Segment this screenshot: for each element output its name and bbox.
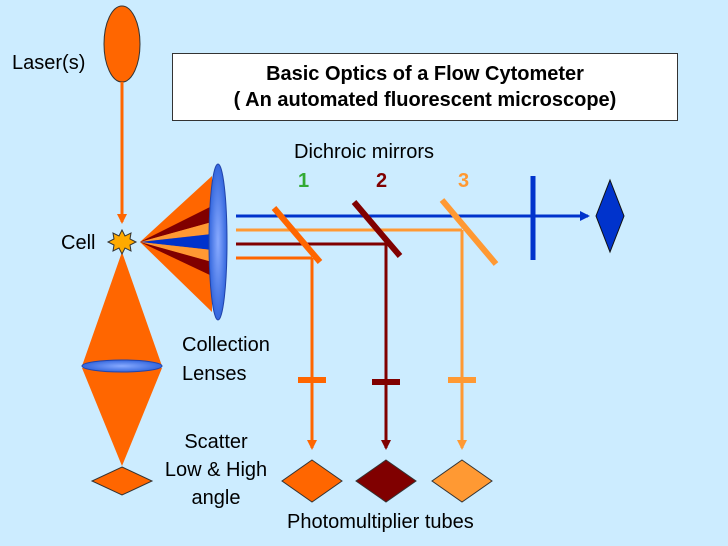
cell-label: Cell bbox=[61, 232, 96, 254]
side-fan-light-upper bbox=[140, 222, 212, 242]
scatter-label-2: Low & High bbox=[164, 459, 268, 481]
collection-lens bbox=[208, 163, 228, 321]
photomultiplier-tubes-label: Photomultiplier tubes bbox=[287, 511, 474, 533]
forward-scatter-cone bbox=[82, 252, 162, 366]
scatter-detector bbox=[90, 466, 154, 496]
pmt-2 bbox=[355, 459, 417, 503]
forward-lens bbox=[81, 359, 163, 373]
title-line-2: ( An automated fluorescent microscope) bbox=[233, 89, 617, 111]
side-fan-red-lower bbox=[140, 242, 212, 276]
side-fan-blue bbox=[140, 234, 212, 250]
dichroic-mirror-2 bbox=[351, 200, 403, 258]
collection-lenses-label-2: Lenses bbox=[182, 363, 247, 385]
pmt-3 bbox=[431, 459, 493, 503]
blue-detector bbox=[595, 178, 625, 254]
scatter-label-3: angle bbox=[191, 487, 241, 509]
side-fan-red-upper bbox=[140, 206, 212, 242]
scatter-label-1: Scatter bbox=[184, 431, 248, 453]
mirror-number-3: 3 bbox=[458, 170, 470, 192]
laser-label: Laser(s) bbox=[12, 52, 86, 74]
cell-icon bbox=[106, 228, 138, 256]
mirror-number-2: 2 bbox=[376, 170, 388, 192]
title-line-1: Basic Optics of a Flow Cytometer bbox=[266, 63, 584, 85]
collection-lenses-label-1: Collection bbox=[182, 334, 270, 356]
dichroic-mirror-3 bbox=[439, 198, 499, 266]
forward-scatter-cone-lower bbox=[82, 368, 162, 466]
dichroic-mirror-1 bbox=[271, 206, 323, 264]
laser-source bbox=[103, 5, 141, 83]
dichroic-mirrors-label: Dichroic mirrors bbox=[294, 141, 434, 163]
pmt-1 bbox=[281, 459, 343, 503]
mirror-number-1: 1 bbox=[298, 170, 310, 192]
title-box: Basic Optics of a Flow Cytometer ( An au… bbox=[172, 53, 678, 121]
